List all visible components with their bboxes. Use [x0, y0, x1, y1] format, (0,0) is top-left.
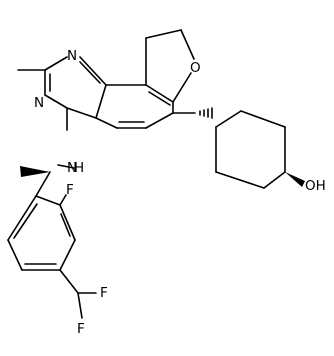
- phenyl-ring: [7, 194, 97, 319]
- bond-n3-c4: [44, 94, 68, 109]
- bond-ar5-ar6: [7, 239, 23, 271]
- bond-o-c9a: [172, 72, 192, 103]
- bond-c5-c6: [145, 112, 174, 129]
- pyrimidine-ring: [17, 56, 107, 119]
- dihydrofuran-ring: [145, 29, 195, 103]
- nitrogen-label-n3: N: [34, 95, 44, 111]
- amine-linker: [20, 107, 75, 197]
- fluorine-label-top: F: [100, 285, 108, 301]
- bond-ar1-ar2: [35, 195, 61, 206]
- bond-ch2-o: [180, 29, 195, 60]
- wedge-stereo-bond: [285, 172, 305, 187]
- bond-c8a-n1-inner: [79, 61, 101, 84]
- fluorine-label-aryl: F: [66, 182, 74, 198]
- bond-ar6-ar1-inner: [13, 203, 38, 239]
- bond-cy1-cy2: [215, 110, 242, 128]
- bond-ch-aryl: [35, 171, 51, 197]
- hashed-stereo-bond: [199, 107, 213, 119]
- bond-c9-c9a: [145, 84, 174, 103]
- hydrogen-label-amine: H: [74, 160, 84, 176]
- wedge-methyl-bond: [20, 166, 50, 177]
- benzo-ring: [95, 84, 174, 129]
- bond-ar2-f: [59, 194, 67, 206]
- fluorine-label-bottom: F: [77, 321, 85, 337]
- bond-ar3-ar4: [59, 239, 76, 271]
- cyclohexane-ring: [172, 107, 305, 189]
- oxygen-label-furan: O: [190, 60, 201, 76]
- bond-c6a-c4a: [95, 117, 118, 129]
- bond-cy5-cy6: [215, 171, 265, 189]
- bond-c9-c9a-inner: [148, 91, 171, 106]
- bond-c8a-n1: [79, 56, 107, 86]
- bond-chf2-f-bottom: [77, 292, 83, 319]
- hydroxyl-label: OH: [305, 178, 326, 194]
- bond-ar2-ar3-inner: [60, 213, 71, 237]
- bond-ar4-chf2: [59, 269, 79, 294]
- bond-ch2-ch2: [145, 29, 182, 39]
- bond-cy2-cy3: [240, 110, 286, 128]
- bond-c4-c4a: [66, 107, 97, 119]
- bond-ar6-ar1: [7, 195, 37, 241]
- bond-n-ch: [57, 164, 75, 169]
- bond-ar2-ar3: [59, 204, 76, 241]
- bond-cy4-cy5: [263, 171, 286, 189]
- nitrogen-label-amine: N: [67, 160, 77, 176]
- bond-n1-c2: [44, 56, 68, 71]
- bond-c4a-c8a: [95, 84, 107, 119]
- nitrogen-label-n1: N: [67, 48, 77, 64]
